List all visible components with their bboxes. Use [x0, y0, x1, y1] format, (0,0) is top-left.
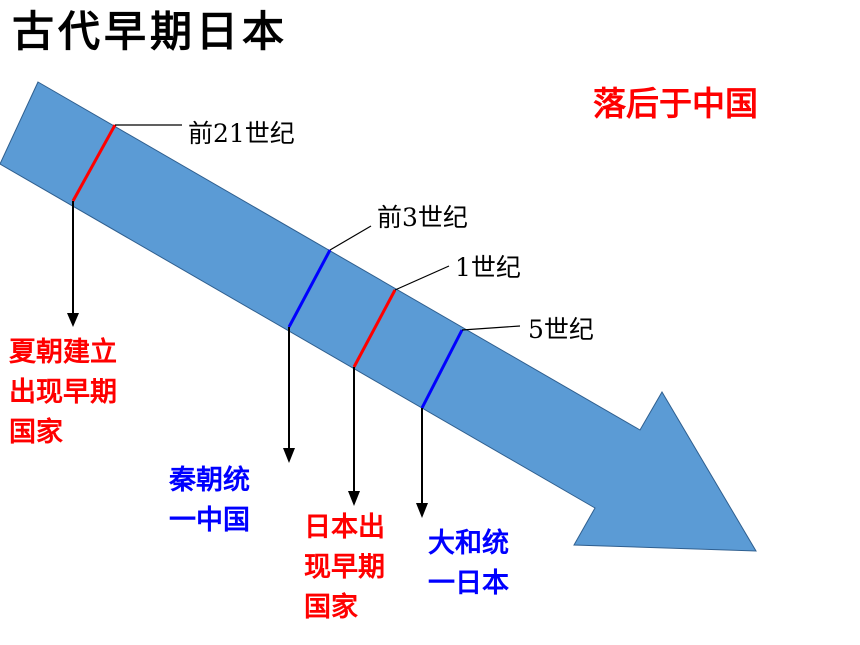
down-arrow-head [416, 503, 428, 518]
marker-bc3: 前3世纪 [283, 203, 468, 463]
down-arrow-head [283, 448, 295, 463]
event-line: 一日本 [428, 568, 509, 599]
event-line: 国家 [304, 592, 358, 623]
event-line: 日本出 [304, 512, 385, 543]
marker-ad1: 1世纪 [348, 253, 521, 506]
marker-band-line [71, 124, 117, 202]
marker-bc21: 前21世纪 [67, 119, 295, 327]
time-label: 前3世纪 [377, 203, 468, 232]
time-label: 前21世纪 [188, 119, 295, 148]
marker-ad5: 5世纪 [416, 315, 594, 518]
marker-band-line [352, 289, 397, 368]
event-label-yamato-unification: 大和统 一日本 [428, 524, 509, 604]
leader-line [329, 225, 372, 251]
note-text: 落后于中国 [593, 84, 758, 123]
marker-band-line [287, 249, 332, 328]
event-label-japan-early-state: 日本出 现早期 国家 [304, 508, 385, 628]
down-arrow-head [348, 491, 360, 506]
event-line: 夏朝建立 [9, 337, 117, 368]
event-line: 一中国 [169, 505, 250, 536]
time-label: 5世纪 [528, 315, 594, 344]
event-label-qin-unification: 秦朝统 一中国 [169, 461, 250, 541]
leader-line [394, 265, 450, 291]
event-line: 现早期 [304, 552, 385, 583]
event-line: 秦朝统 [169, 465, 250, 496]
marker-band-line [420, 329, 464, 409]
time-label: 1世纪 [455, 253, 521, 282]
leader-line [461, 325, 521, 331]
event-line: 大和统 [428, 528, 509, 559]
timeline-arrow [0, 81, 757, 552]
down-arrow-head [67, 313, 79, 327]
event-label-xia-dynasty: 夏朝建立 出现早期 国家 [9, 333, 117, 453]
event-line: 出现早期 [9, 377, 117, 408]
page-title: 古代早期日本 [12, 7, 288, 56]
event-line: 国家 [9, 417, 63, 448]
